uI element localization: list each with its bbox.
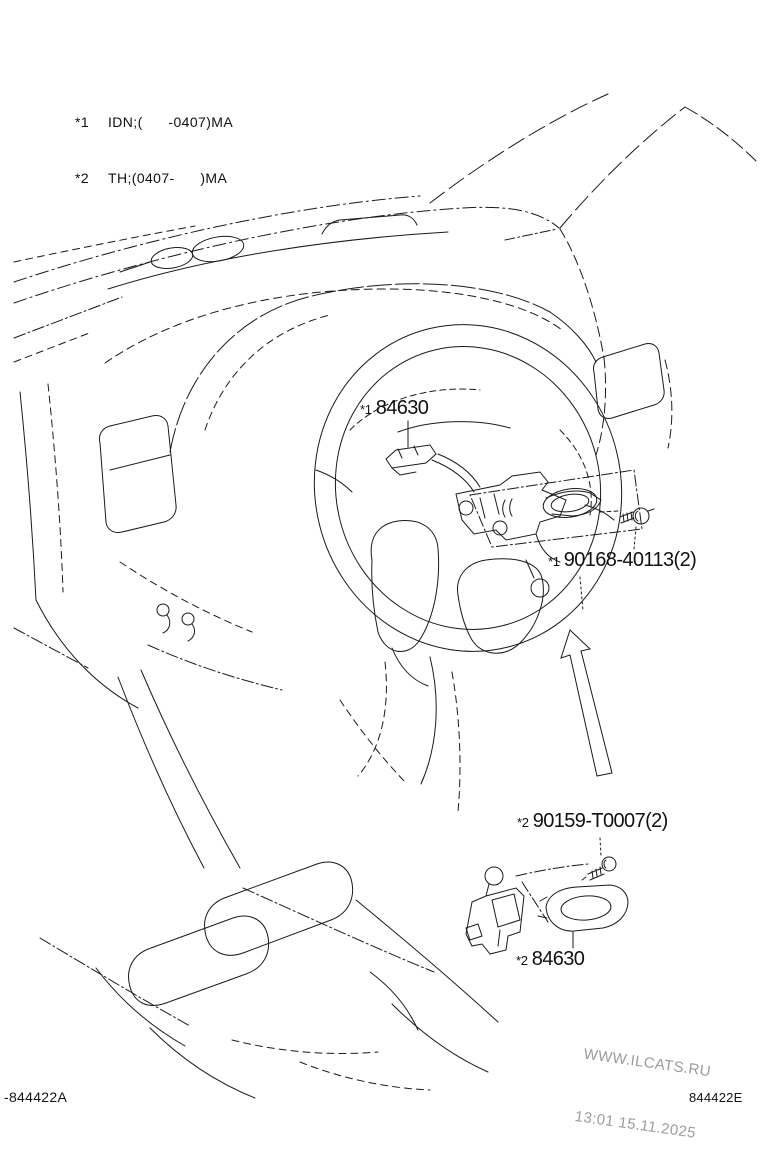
key-antenna-assembly-lower	[465, 863, 629, 955]
watermark-site: WWW.ILCATS.RU	[582, 1045, 712, 1081]
defroster-vents	[150, 235, 245, 270]
part-number: 84630	[531, 948, 585, 970]
dash-top-lines	[13, 195, 560, 304]
leader-line-90159	[599, 837, 602, 857]
direction-arrow-icon	[560, 629, 613, 777]
part-marker: *2	[517, 815, 529, 830]
diagram-code-left: -844422A	[4, 1089, 68, 1105]
part-marker: *2	[516, 953, 528, 968]
right-vent-panel	[593, 343, 673, 449]
lever-knob	[545, 884, 629, 932]
vehicle-dashboard-line-art	[13, 93, 757, 1099]
footnote-block: *1 IDN;( -0407)MA *2 TH;(0407- )MA	[75, 76, 233, 206]
screw-90159-icon	[581, 837, 617, 881]
footnote-marker: *1	[75, 114, 90, 130]
cluster-hood	[104, 283, 597, 453]
footnote-text: IDN;( -0407)MA	[108, 114, 234, 130]
part-label-84630-lower: *2 84630	[516, 948, 585, 971]
footnote-line-1: *1 IDN;( -0407)MA	[75, 112, 233, 132]
part-label-90168: *1 90168-40113(2)	[548, 549, 697, 572]
screw-90168-icon	[579, 507, 655, 612]
part-number: 90168-40113(2)	[563, 549, 697, 571]
center-console	[39, 656, 499, 1099]
part-number: 90159-T0007(2)	[532, 810, 669, 832]
part-marker: *1	[360, 402, 372, 417]
assembly-outline-box	[469, 469, 643, 548]
footnote-text: TH;(0407- )MA	[108, 170, 228, 186]
a-pillar-lines	[429, 93, 757, 456]
steering-wheel	[313, 324, 623, 813]
part-label-84630-upper: *1 84630	[360, 397, 429, 420]
left-dash-edges	[13, 296, 283, 709]
left-vent	[99, 415, 177, 533]
leader-line-90168	[633, 526, 637, 550]
footnote-marker: *2	[75, 170, 90, 186]
part-label-90159: *2 90159-T0007(2)	[517, 810, 668, 833]
part-marker: *1	[548, 554, 560, 569]
key-antenna-assembly-upper	[385, 420, 643, 598]
part-number: 84630	[375, 397, 429, 419]
footnote-line-2: *2 TH;(0407- )MA	[75, 168, 233, 188]
diagram-code-right: 844422E	[689, 1090, 743, 1105]
watermark: WWW.ILCATS.RU 13:01 15.11.2025	[571, 1002, 718, 1165]
clip-hooks	[156, 603, 196, 642]
